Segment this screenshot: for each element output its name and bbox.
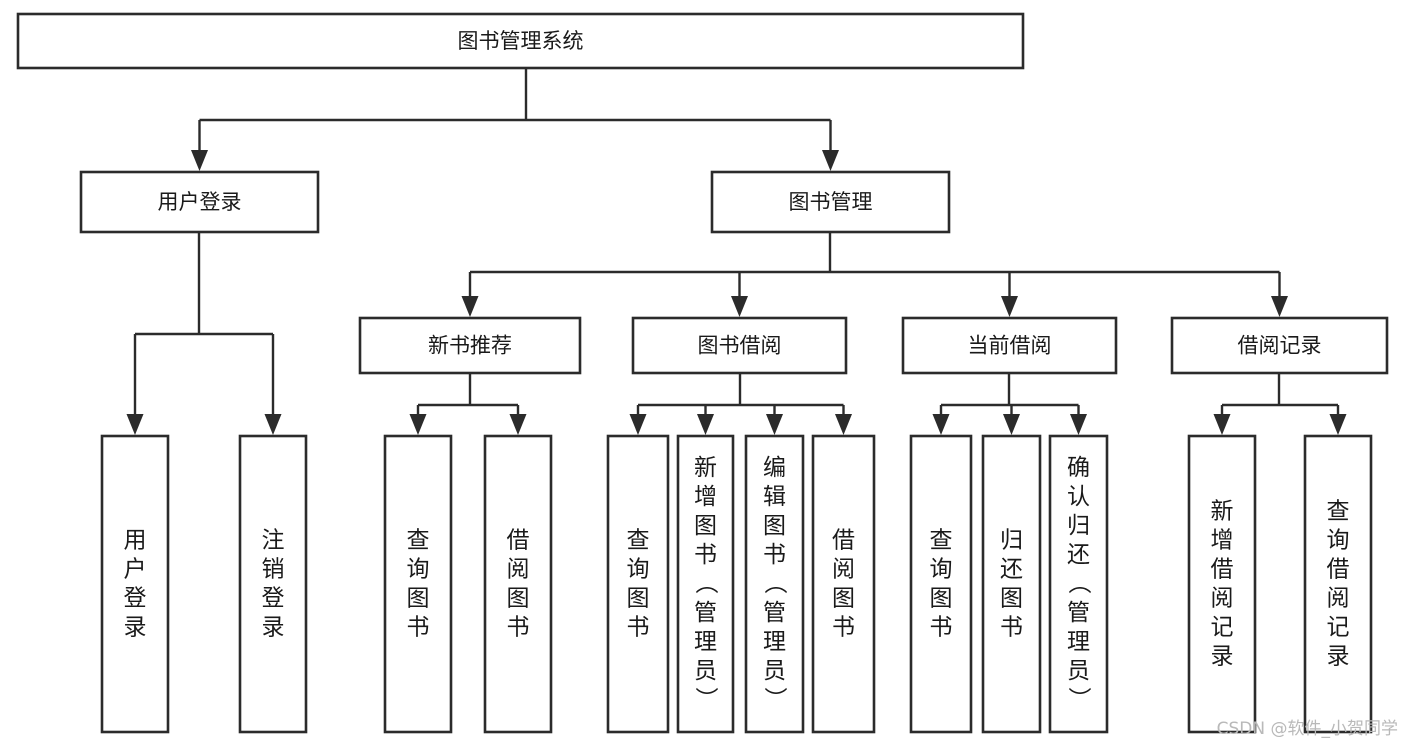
node-leaf-return-book[interactable]: 归还图书: [981, 434, 1042, 734]
node-leaf-borrow-book-1[interactable]: 借阅图书: [483, 434, 553, 734]
node-box[interactable]: [383, 434, 453, 734]
connector-borrow-record: [1213, 373, 1347, 435]
node-label: 用户登录: [124, 527, 147, 640]
node-label: 新增借阅记录: [1211, 498, 1234, 669]
arrow-head-icon: [1070, 414, 1087, 435]
node-box[interactable]: [744, 434, 805, 734]
node-label: 归还图书: [1000, 527, 1023, 640]
arrow-head-icon: [461, 296, 479, 317]
node-borrow-record[interactable]: 借阅记录: [1170, 316, 1389, 375]
node-leaf-borrow-book-2[interactable]: 借阅图书: [811, 434, 876, 734]
node-label: 查询借阅记录: [1327, 498, 1350, 669]
node-box[interactable]: [811, 434, 876, 734]
connector-book-borrow: [629, 373, 852, 435]
node-leaf-user-login[interactable]: 用户登录: [100, 434, 170, 734]
node-leaf-edit-book[interactable]: 编辑图书（管理员）: [744, 434, 805, 734]
nodes-layer: 图书管理系统用户登录图书管理新书推荐图书借阅当前借阅借阅记录用户登录注销登录查询…: [16, 12, 1389, 734]
node-box[interactable]: [1048, 434, 1109, 734]
node-box[interactable]: [238, 434, 308, 734]
arrow-head-icon: [1271, 296, 1288, 317]
node-leaf-query-record[interactable]: 查询借阅记录: [1303, 434, 1373, 734]
node-label: 用户登录: [158, 190, 242, 214]
node-leaf-logout[interactable]: 注销登录: [238, 434, 308, 734]
node-box[interactable]: [16, 12, 1025, 70]
arrow-head-icon: [629, 414, 647, 435]
node-box[interactable]: [606, 434, 670, 734]
node-root[interactable]: 图书管理系统: [16, 12, 1025, 70]
node-user-login[interactable]: 用户登录: [79, 170, 320, 234]
node-label: 借阅记录: [1238, 334, 1322, 358]
arrow-head-icon: [822, 150, 839, 171]
arrow-head-icon: [1003, 414, 1020, 435]
node-box[interactable]: [909, 434, 973, 734]
arrow-head-icon: [409, 414, 427, 435]
node-label: 编辑图书（管理员）: [763, 455, 788, 713]
node-label: 借阅图书: [507, 527, 530, 640]
node-box[interactable]: [981, 434, 1042, 734]
node-label: 新增图书（管理员）: [694, 455, 719, 713]
arrow-head-icon: [697, 414, 714, 435]
edges-layer: [126, 68, 1347, 435]
arrow-head-icon: [766, 414, 783, 435]
node-label: 图书借阅: [698, 334, 782, 358]
node-box[interactable]: [901, 316, 1118, 375]
node-leaf-query-book-2[interactable]: 查询图书: [606, 434, 670, 734]
node-box[interactable]: [1303, 434, 1373, 734]
connector-user-login: [126, 232, 282, 435]
node-box[interactable]: [1187, 434, 1257, 734]
node-label: 新书推荐: [428, 334, 512, 358]
node-leaf-add-book[interactable]: 新增图书（管理员）: [676, 434, 735, 734]
node-new-book-rec[interactable]: 新书推荐: [358, 316, 582, 375]
arrow-head-icon: [1213, 414, 1231, 435]
node-label: 确认归还（管理员）: [1067, 455, 1092, 713]
node-box[interactable]: [631, 316, 848, 375]
node-box[interactable]: [483, 434, 553, 734]
node-box[interactable]: [100, 434, 170, 734]
node-book-borrow[interactable]: 图书借阅: [631, 316, 848, 375]
node-label: 注销登录: [262, 527, 285, 640]
connector-new-book-rec: [409, 373, 527, 435]
node-label: 图书管理系统: [458, 29, 584, 53]
arrow-head-icon: [191, 150, 208, 171]
node-box[interactable]: [676, 434, 735, 734]
node-current-borrow[interactable]: 当前借阅: [901, 316, 1118, 375]
node-book-manage[interactable]: 图书管理: [710, 170, 951, 234]
arrow-head-icon: [1329, 414, 1347, 435]
node-label: 借阅图书: [832, 527, 855, 640]
node-box[interactable]: [1170, 316, 1389, 375]
csdn-watermark: CSDN @软件_小贺同学: [1217, 719, 1398, 739]
arrow-head-icon: [835, 414, 852, 435]
node-leaf-query-book-3[interactable]: 查询图书: [909, 434, 973, 734]
node-box[interactable]: [79, 170, 320, 234]
node-leaf-query-book-1[interactable]: 查询图书: [383, 434, 453, 734]
connector-current-borrow: [932, 373, 1087, 435]
connector-root: [191, 68, 839, 171]
arrow-head-icon: [932, 414, 950, 435]
arrow-head-icon: [731, 296, 748, 317]
node-leaf-confirm-return[interactable]: 确认归还（管理员）: [1048, 434, 1109, 734]
arrow-head-icon: [126, 414, 144, 435]
node-box[interactable]: [358, 316, 582, 375]
node-box[interactable]: [710, 170, 951, 234]
node-leaf-add-record[interactable]: 新增借阅记录: [1187, 434, 1257, 734]
node-label: 当前借阅: [968, 334, 1052, 358]
node-label: 查询图书: [930, 527, 953, 640]
node-label: 查询图书: [627, 527, 650, 640]
arrow-head-icon: [509, 414, 527, 435]
node-label: 查询图书: [407, 527, 430, 640]
connector-book-manage: [461, 232, 1288, 317]
arrow-head-icon: [1001, 296, 1018, 317]
arrow-head-icon: [264, 414, 282, 435]
node-label: 图书管理: [789, 190, 873, 214]
